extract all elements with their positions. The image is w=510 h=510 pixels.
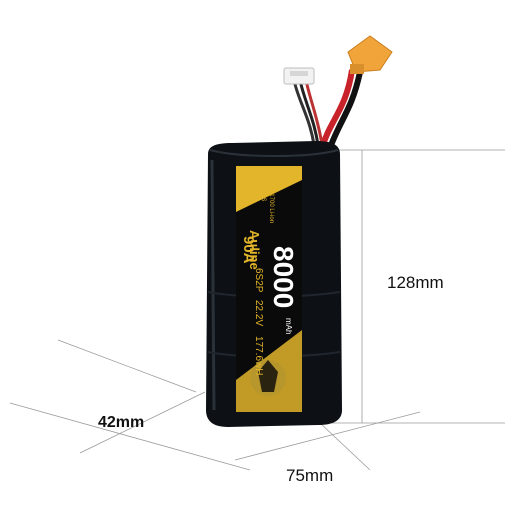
label-brand: Auline <box>247 230 262 270</box>
label-discharge: 90A <box>240 236 257 264</box>
label-cell-type-2: 21700 Li-ion <box>268 190 274 223</box>
depth-line-lower <box>9 402 251 471</box>
label-config: 6S2P <box>253 268 264 293</box>
depth-diagonal <box>79 391 206 454</box>
battery-top-rim <box>209 149 339 157</box>
balance-wire-1 <box>298 79 320 146</box>
balance-wire-3 <box>292 79 316 146</box>
depth-dimension-label: 42mm <box>98 414 145 431</box>
width-line <box>234 411 421 461</box>
label-capacity: 8000 <box>268 246 299 308</box>
width-tick <box>319 422 371 471</box>
label-energy: 177.6wH <box>253 336 264 375</box>
red-wire <box>319 69 355 149</box>
xt-connector <box>347 35 393 74</box>
xt-connector-sleeve <box>350 64 364 74</box>
label-voltage: 22.2V <box>253 300 264 326</box>
product-label: Auline 4AS 21700 Li-ion 90A 8000 mAh 6S2… <box>236 166 302 412</box>
label-cell-type-1: 4AS <box>260 190 266 201</box>
balance-plug-pin <box>290 71 308 76</box>
wires <box>292 69 363 150</box>
label-capacity-unit: mAh <box>284 318 293 334</box>
label-gold-accent-top <box>236 166 302 212</box>
height-dimension-label: 128mm <box>387 273 444 292</box>
battery-highlight <box>210 159 216 411</box>
width-dimension-label: 75mm <box>286 466 334 485</box>
label-emblem-figure <box>258 360 278 392</box>
depth-line-upper <box>57 339 197 393</box>
black-wire <box>327 71 363 150</box>
balance-wire-2 <box>304 79 324 146</box>
balance-plug <box>283 67 315 85</box>
